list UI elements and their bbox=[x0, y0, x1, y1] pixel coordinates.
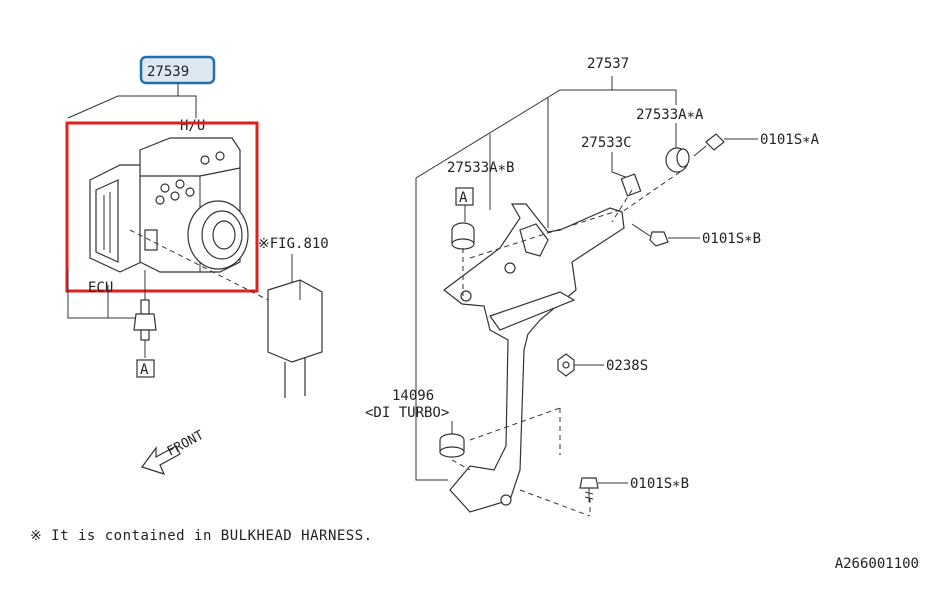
highlight-frame[interactable] bbox=[65, 121, 259, 293]
front-arrow: FRONT bbox=[141, 428, 207, 475]
front-label: FRONT bbox=[165, 428, 207, 460]
leader-27537 bbox=[415, 76, 613, 481]
figure-id: A266001100 bbox=[834, 556, 919, 572]
part-number-0101s-b-lower[interactable]: 0101S∗B bbox=[630, 476, 689, 492]
part-number-27533a-a[interactable]: 27533A∗A bbox=[636, 107, 704, 123]
part-number-27533a-b[interactable]: 27533A∗B bbox=[447, 160, 514, 176]
ref-a-left: A bbox=[140, 362, 149, 378]
leader-27539-right bbox=[178, 95, 197, 118]
part-number-27539: 27539 bbox=[147, 64, 189, 80]
part-number-0238s[interactable]: 0238S bbox=[606, 358, 648, 374]
part-number-27539-badge[interactable]: 27539 bbox=[139, 55, 216, 85]
ref-a-right: A bbox=[459, 190, 468, 206]
di-turbo-note: <DI TURBO> bbox=[365, 405, 449, 421]
grommet-a bbox=[665, 147, 690, 173]
part-number-27537[interactable]: 27537 bbox=[587, 56, 629, 72]
grommet-b bbox=[451, 222, 475, 250]
hu-label: H/U bbox=[180, 118, 205, 134]
part-number-0101s-a[interactable]: 0101S∗A bbox=[760, 132, 820, 148]
leader-ecu bbox=[67, 270, 145, 319]
abs-bracket bbox=[443, 203, 625, 513]
hydraulic-unit bbox=[139, 137, 249, 273]
ref-a-left-box bbox=[136, 359, 155, 378]
nut-0238s bbox=[557, 353, 575, 377]
part-number-0101s-b-upper[interactable]: 0101S∗B bbox=[702, 231, 761, 247]
bolt-b-lower bbox=[579, 477, 599, 502]
fig-810-ref: ※FIG.810 bbox=[258, 236, 329, 252]
grommet-14096 bbox=[439, 433, 465, 458]
part-number-14096[interactable]: 14096 bbox=[392, 388, 434, 404]
footnote: ※ It is contained in BULKHEAD HARNESS. bbox=[30, 528, 373, 544]
stud-bolt bbox=[133, 299, 157, 341]
collar bbox=[620, 173, 642, 197]
bolt-a bbox=[693, 133, 725, 157]
part-number-27533c[interactable]: 27533C bbox=[581, 135, 632, 151]
ecu-label: ECU bbox=[88, 280, 113, 296]
bolt-b-upper bbox=[631, 223, 669, 247]
bulkhead-harness-connector bbox=[267, 254, 323, 398]
leader-27539-left bbox=[67, 83, 179, 119]
